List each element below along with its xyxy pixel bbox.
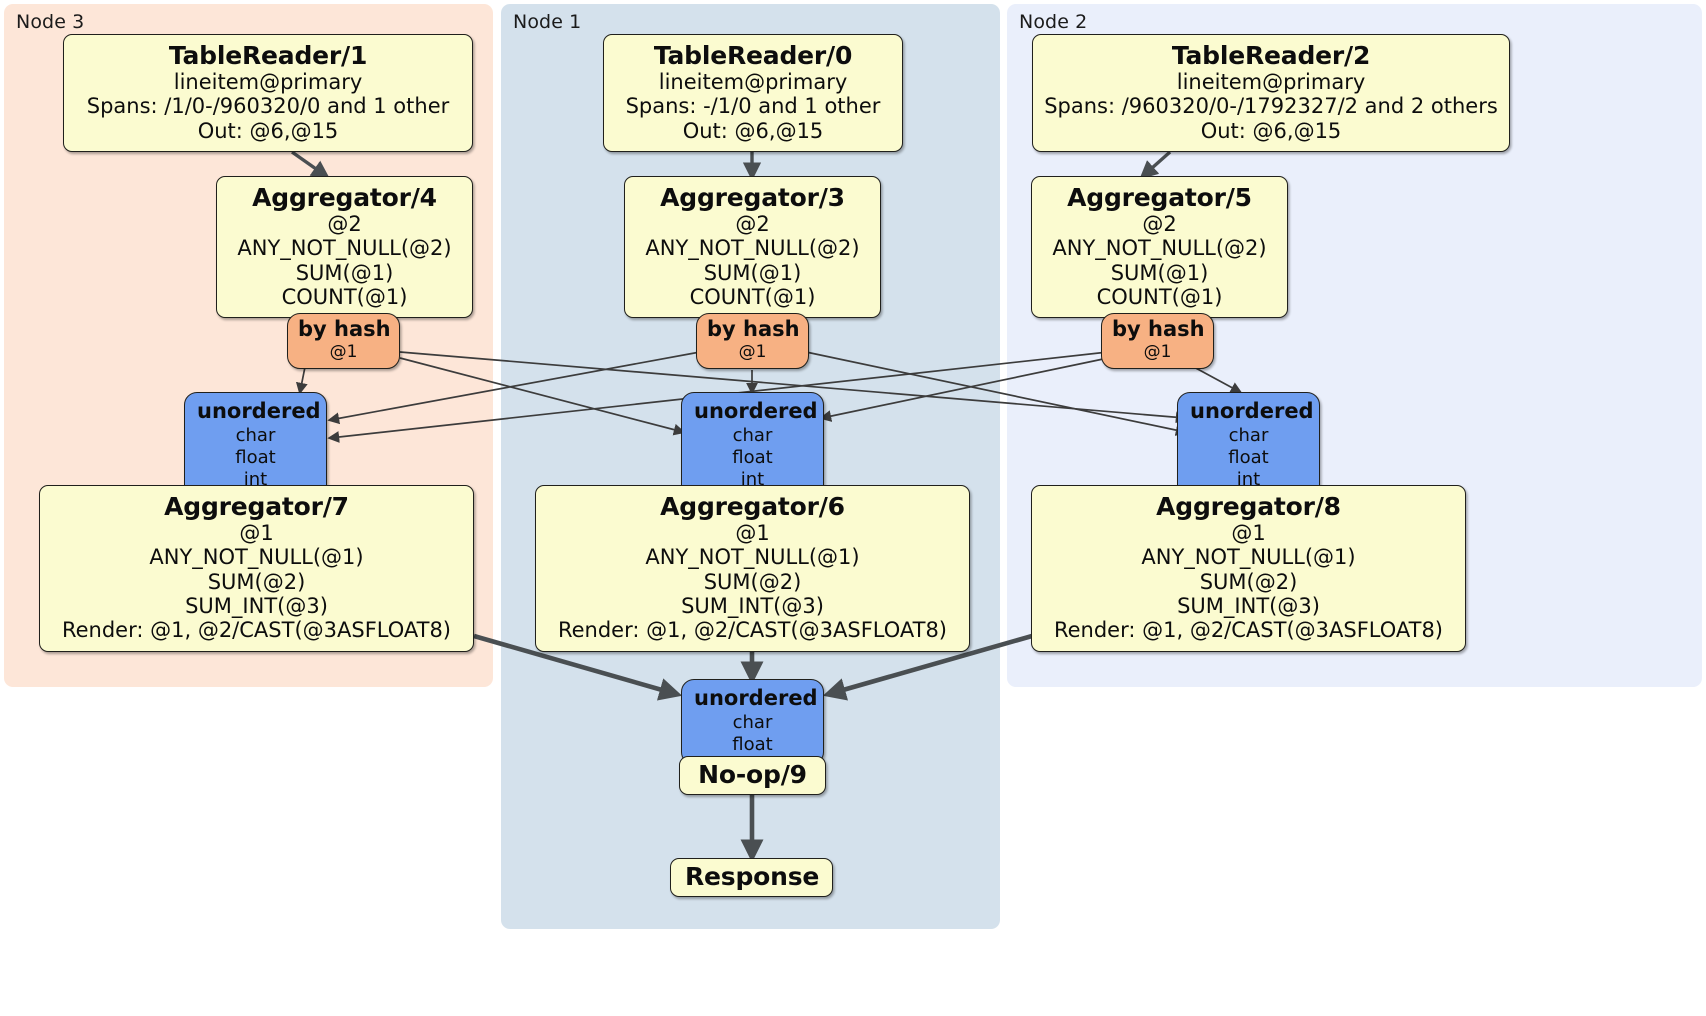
receiver-line: int	[740, 468, 765, 490]
router-title: by hash	[707, 317, 800, 341]
receiver-line: char	[235, 424, 276, 446]
node-panel-label-node1: Node 1	[513, 11, 582, 33]
receiver-unordered-node3[interactable]: unordered char float int	[184, 392, 327, 500]
processor-line: SUM(@1)	[703, 260, 802, 285]
processor-aggregator-5[interactable]: Aggregator/5 @2 ANY_NOT_NULL(@2) SUM(@1)…	[1031, 176, 1288, 319]
receiver-title: unordered	[1190, 399, 1314, 423]
processor-line: SUM(@1)	[295, 260, 394, 285]
receiver-unordered-final[interactable]: unordered char float	[681, 679, 824, 765]
processor-line: lineitem@primary	[1176, 70, 1366, 94]
receiver-line: float	[732, 733, 773, 755]
processor-line: ANY_NOT_NULL(@1)	[1141, 545, 1356, 570]
processor-line: SUM(@2)	[703, 569, 802, 594]
processor-title: Aggregator/6	[660, 492, 845, 521]
processor-title: TableReader/1	[168, 41, 368, 70]
processor-line: Spans: /960320/0-/1792327/2 and 2 others	[1044, 94, 1498, 119]
processor-line: Out: @6,@15	[197, 118, 339, 143]
router-title: by hash	[298, 317, 391, 341]
processor-title: Aggregator/7	[164, 492, 349, 521]
processor-line: Out: @6,@15	[682, 118, 824, 143]
processor-line: Spans: -/1/0 and 1 other	[625, 94, 881, 119]
processor-line: SUM(@1)	[1110, 260, 1209, 285]
router-by-hash-node3[interactable]: by hash @1	[287, 313, 400, 369]
processor-line: ANY_NOT_NULL(@1)	[149, 545, 364, 570]
processor-line: @2	[327, 212, 362, 236]
router-title: by hash	[1112, 317, 1205, 341]
processor-title: Aggregator/5	[1067, 183, 1252, 212]
receiver-line: char	[1228, 424, 1269, 446]
processor-line: COUNT(@1)	[1096, 285, 1223, 310]
receiver-unordered-node2[interactable]: unordered char float int	[1177, 392, 1320, 500]
processor-line: Render: @1, @2/CAST(@3ASFLOAT8)	[557, 618, 948, 643]
processor-line: lineitem@primary	[173, 70, 363, 94]
receiver-unordered-node1[interactable]: unordered char float int	[681, 392, 824, 500]
processor-line: ANY_NOT_NULL(@2)	[237, 236, 452, 261]
receiver-line: float	[732, 446, 773, 468]
receiver-title: unordered	[694, 399, 818, 423]
processor-response[interactable]: Response	[670, 858, 833, 897]
receiver-line: int	[243, 468, 268, 490]
processor-line: @2	[1142, 212, 1177, 236]
processor-title: Response	[685, 862, 820, 891]
processor-aggregator-7[interactable]: Aggregator/7 @1 ANY_NOT_NULL(@1) SUM(@2)…	[39, 485, 474, 652]
processor-title: TableReader/0	[653, 41, 853, 70]
processor-aggregator-4[interactable]: Aggregator/4 @2 ANY_NOT_NULL(@2) SUM(@1)…	[216, 176, 473, 319]
processor-aggregator-3[interactable]: Aggregator/3 @2 ANY_NOT_NULL(@2) SUM(@1)…	[624, 176, 881, 319]
processor-title: TableReader/2	[1171, 41, 1371, 70]
receiver-line: char	[732, 711, 773, 733]
processor-line: COUNT(@1)	[689, 285, 816, 310]
processor-line: COUNT(@1)	[281, 285, 408, 310]
router-line: @1	[1143, 342, 1172, 363]
receiver-line: int	[1236, 468, 1261, 490]
processor-line: @1	[735, 521, 770, 545]
processor-line: @1	[239, 521, 274, 545]
node-panel-label-node3: Node 3	[16, 11, 85, 33]
receiver-line: float	[235, 446, 276, 468]
processor-line: ANY_NOT_NULL(@2)	[1052, 236, 1267, 261]
receiver-title: unordered	[197, 399, 321, 423]
receiver-line: float	[1228, 446, 1269, 468]
processor-title: Aggregator/4	[252, 183, 437, 212]
router-line: @1	[738, 342, 767, 363]
receiver-line: char	[732, 424, 773, 446]
processor-line: SUM(@2)	[207, 569, 306, 594]
processor-line: SUM_INT(@3)	[1177, 594, 1320, 619]
processor-title: Aggregator/3	[660, 183, 845, 212]
processor-line: SUM_INT(@3)	[681, 594, 824, 619]
processor-title: No-op/9	[698, 760, 807, 789]
processor-line: @1	[1231, 521, 1266, 545]
processor-line: Spans: /1/0-/960320/0 and 1 other	[86, 94, 450, 119]
router-by-hash-node1[interactable]: by hash @1	[696, 313, 809, 369]
processor-aggregator-8[interactable]: Aggregator/8 @1 ANY_NOT_NULL(@1) SUM(@2)…	[1031, 485, 1466, 652]
processor-tablereader-2[interactable]: TableReader/2 lineitem@primary Spans: /9…	[1032, 34, 1510, 153]
router-line: @1	[329, 342, 358, 363]
node-panel-label-node2: Node 2	[1019, 11, 1088, 33]
processor-line: Render: @1, @2/CAST(@3ASFLOAT8)	[61, 618, 452, 643]
router-by-hash-node2[interactable]: by hash @1	[1101, 313, 1214, 369]
processor-tablereader-1[interactable]: TableReader/1 lineitem@primary Spans: /1…	[63, 34, 473, 153]
processor-line: ANY_NOT_NULL(@1)	[645, 545, 860, 570]
processor-line: ANY_NOT_NULL(@2)	[645, 236, 860, 261]
processor-title: Aggregator/8	[1156, 492, 1341, 521]
receiver-title: unordered	[694, 686, 818, 710]
processor-line: Render: @1, @2/CAST(@3ASFLOAT8)	[1053, 618, 1444, 643]
processor-aggregator-6[interactable]: Aggregator/6 @1 ANY_NOT_NULL(@1) SUM(@2)…	[535, 485, 970, 652]
processor-tablereader-0[interactable]: TableReader/0 lineitem@primary Spans: -/…	[603, 34, 903, 153]
processor-line: @2	[735, 212, 770, 236]
processor-line: lineitem@primary	[658, 70, 848, 94]
processor-noop-9[interactable]: No-op/9	[679, 756, 826, 795]
processor-line: Out: @6,@15	[1200, 118, 1342, 143]
processor-line: SUM(@2)	[1199, 569, 1298, 594]
processor-line: SUM_INT(@3)	[185, 594, 328, 619]
